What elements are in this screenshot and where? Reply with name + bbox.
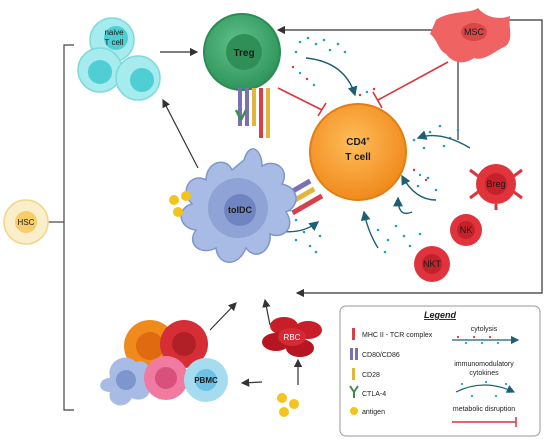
legend-title: Legend	[424, 310, 457, 320]
msc-label: MSC	[464, 27, 485, 37]
nk-cell: NK	[450, 214, 482, 246]
ctla4-icon	[349, 385, 359, 398]
hsc-cell: HSC	[3, 199, 49, 245]
cd4-t-cell: CD4+ T cell	[309, 103, 407, 201]
treg-cell: Treg	[203, 13, 281, 91]
legend-mhc: MHC II - TCR complex	[362, 332, 433, 339]
pbmc-label: PBMC	[194, 376, 218, 385]
rbc-cluster: RBC	[262, 317, 322, 357]
hsc-label: HSC	[18, 218, 35, 227]
metabolic-swatch	[452, 417, 517, 427]
naive-t-cell-label-1: naive	[104, 28, 124, 37]
antigen-cluster-toldc	[169, 191, 191, 217]
nkt-label: NKT	[423, 259, 442, 269]
naive-t-cell-cluster: naive T cell	[77, 17, 161, 101]
legend: Legend MHC II - TCR complex CD80/CD86 CD…	[339, 305, 541, 437]
cd4-label-2: T cell	[345, 152, 371, 163]
mhc-swatch	[352, 328, 355, 340]
nk-label: NK	[460, 225, 473, 235]
pbmc-cluster: PBMC	[100, 320, 228, 406]
antigen-icon	[350, 407, 358, 415]
treg-label: Treg	[233, 48, 254, 59]
cd4-label: CD4+	[346, 137, 370, 148]
cd28-swatch	[352, 368, 355, 380]
cytokine-dots	[286, 36, 460, 254]
rbc-label: RBC	[284, 333, 301, 342]
msc-cell: MSC	[430, 8, 511, 63]
toldc-cell: tolDC	[180, 148, 297, 263]
cd80-swatch	[350, 348, 353, 360]
synapse-receptors-treg	[234, 88, 270, 138]
nkt-cell: NKT	[414, 246, 450, 282]
legend-cytokines-2: cytokines	[469, 370, 499, 377]
cytolysis-swatch	[452, 335, 520, 345]
hsc-bracket	[48, 44, 74, 411]
legend-antigen: antigen	[362, 409, 385, 416]
legend-metabolic: metabolic disruption	[453, 406, 515, 413]
legend-cytolysis: cytolysis	[471, 326, 498, 333]
legend-cd80: CD80/CD86	[362, 352, 400, 359]
cytolysis-dots	[291, 65, 428, 182]
toldc-label: tolDC	[228, 205, 252, 215]
breg-label: Breg	[486, 179, 505, 189]
legend-cd28: CD28	[362, 372, 380, 379]
legend-ctla4: CTLA-4	[362, 391, 386, 398]
msc-inhibition	[277, 61, 449, 117]
cytokines-swatch	[455, 380, 516, 398]
breg-cell: Breg	[469, 164, 523, 210]
naive-t-cell-label-2: T cell	[105, 38, 124, 47]
antigen-cluster-rbc	[277, 393, 299, 417]
legend-cytokines-1: immunomodulatory	[454, 361, 514, 368]
